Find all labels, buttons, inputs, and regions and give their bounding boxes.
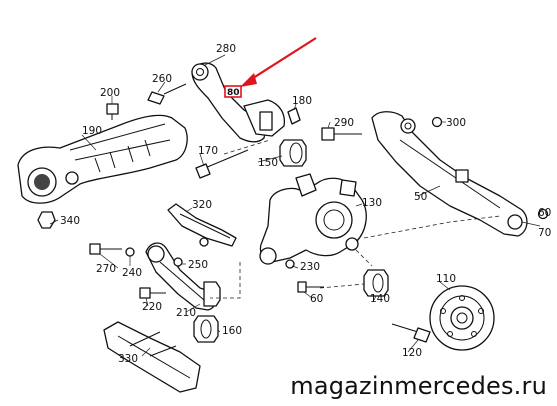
label-250: 250	[188, 259, 208, 271]
label-190: 190	[82, 125, 102, 137]
highlight-callout: 80	[224, 37, 317, 98]
arrowhead-icon	[240, 73, 257, 87]
clip-180	[287, 107, 301, 125]
label-120: 120	[402, 347, 422, 359]
bushing-210	[203, 281, 221, 307]
label-270: 270	[96, 263, 116, 275]
trailing-arm-190	[17, 114, 188, 204]
bolt-290	[321, 127, 362, 141]
label-240: 240	[122, 267, 142, 279]
bolt-270	[89, 243, 122, 255]
nut-60-right	[537, 208, 549, 220]
bolt-300	[431, 116, 443, 128]
bolt-120	[391, 323, 431, 343]
link-320	[167, 203, 237, 247]
bolt-200	[106, 103, 119, 120]
wheel-carrier-130	[259, 173, 367, 265]
watermark: magazinmercedes.ru	[290, 372, 547, 400]
bolt-230	[285, 259, 295, 269]
highlight-box	[224, 85, 242, 98]
label-260: 260	[152, 73, 172, 85]
cover-330	[103, 321, 201, 393]
label-230: 230	[300, 261, 320, 273]
label-180: 180	[292, 95, 312, 107]
bolt-60-lower	[297, 281, 324, 293]
label-130: 130	[362, 197, 382, 209]
label-340: 340	[60, 215, 80, 227]
part-labels: 280 260 200 190 340 180 290 300 170 150 …	[60, 43, 551, 365]
label-280: 280	[216, 43, 236, 55]
nut-340	[37, 211, 56, 229]
label-220: 220	[142, 301, 162, 313]
label-70: 70	[538, 227, 551, 239]
label-160: 160	[222, 325, 242, 337]
bushing-140	[363, 269, 389, 297]
label-330: 330	[118, 353, 138, 365]
label-140: 140	[370, 293, 390, 305]
label-200: 200	[100, 87, 120, 99]
upper-control-arm-80	[191, 62, 286, 143]
nut-250	[173, 257, 183, 267]
label-210: 210	[176, 307, 196, 319]
bushing-150	[279, 139, 307, 167]
label-60b: 60	[310, 293, 323, 305]
bolt-220	[139, 287, 166, 299]
label-290: 290	[334, 117, 354, 129]
label-110: 110	[436, 273, 456, 285]
washer-240	[125, 247, 135, 257]
label-60a: 60	[538, 207, 551, 219]
label-150: 150	[258, 157, 278, 169]
highlight-arrow	[249, 37, 317, 81]
label-300: 300	[446, 117, 466, 129]
label-50: 50	[414, 191, 427, 203]
highlight-label: 80	[227, 88, 240, 98]
leader-lines	[49, 54, 541, 357]
lower-control-arm-50	[371, 111, 528, 237]
assembly-lines	[210, 139, 501, 299]
bolt-260	[147, 83, 187, 105]
bolt-170	[195, 149, 249, 179]
bushing-160	[193, 315, 219, 343]
wheel-hub-110	[429, 285, 495, 351]
label-170: 170	[198, 145, 218, 157]
label-320: 320	[192, 199, 212, 211]
